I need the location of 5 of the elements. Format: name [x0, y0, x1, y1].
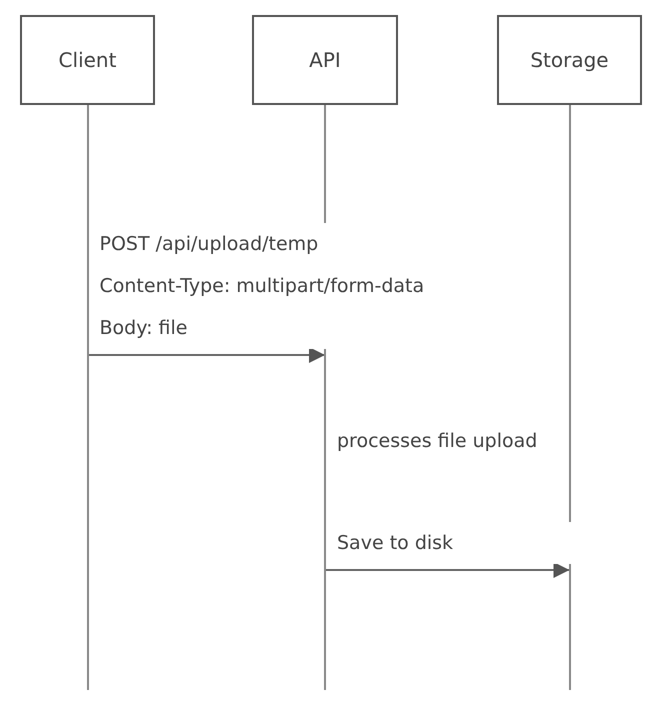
participant-box: API — [252, 15, 398, 105]
participant-box: Client — [20, 15, 155, 105]
message-arrow — [325, 562, 570, 578]
participant-box: Storage — [497, 15, 642, 105]
message-arrow — [88, 346, 325, 364]
